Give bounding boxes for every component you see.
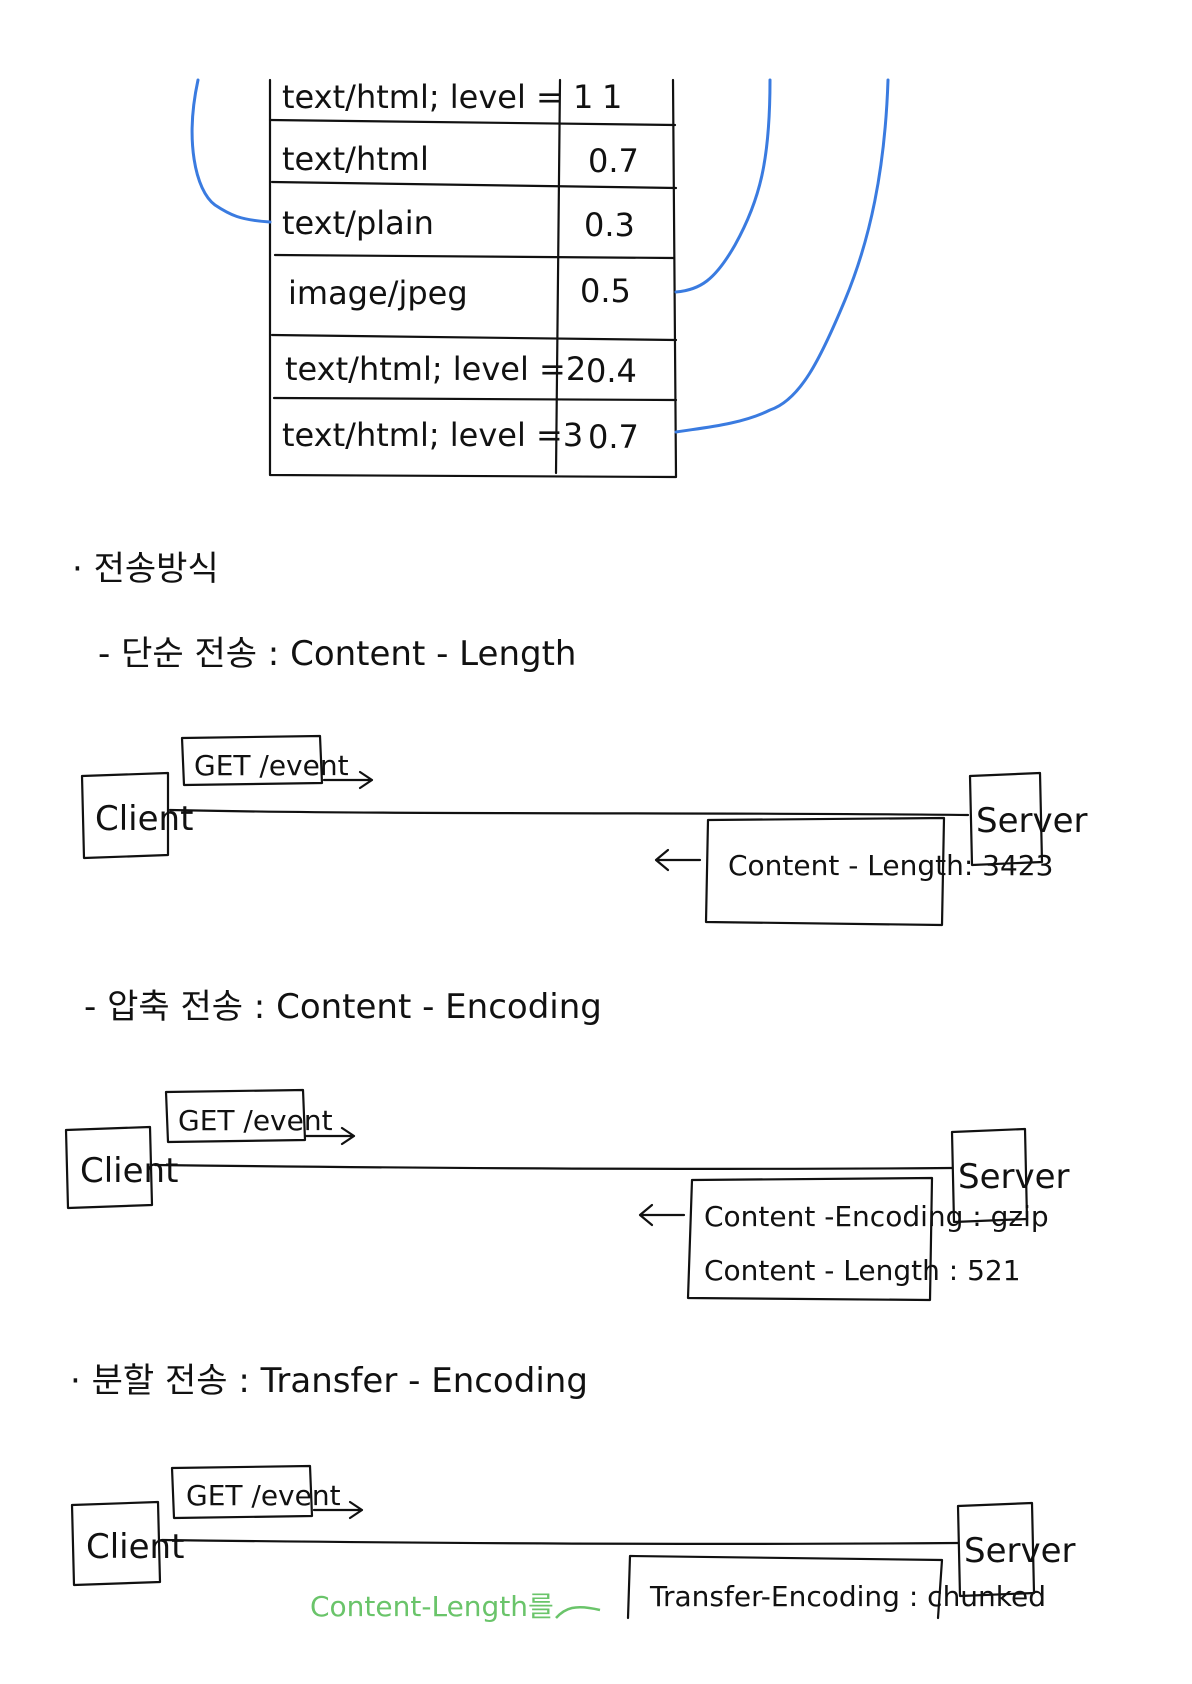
client-label: Client <box>80 1151 178 1191</box>
table-cell-media-type: text/html; level =3 <box>282 416 583 454</box>
response-header: Content - Length: 3423 <box>728 849 1053 882</box>
table-cell-q: 0.7 <box>588 418 639 456</box>
section-title: · 전송방식 <box>72 549 219 589</box>
response-arrow <box>638 1203 686 1227</box>
server-box <box>968 771 1044 867</box>
section-heading: · 분할 전송 : Transfer - Encoding <box>70 1361 588 1401</box>
client-label: Client <box>95 799 193 839</box>
table-cell-media-type: text/html <box>282 140 429 178</box>
table-row-divider <box>273 253 676 260</box>
server-box <box>956 1501 1036 1598</box>
connection-line <box>168 808 970 817</box>
table-cell-media-type: text/plain <box>282 204 434 242</box>
request-label: GET /event <box>194 749 349 782</box>
q-value-table: text/html; level = 1 1 text/html 0.7 tex… <box>268 78 678 479</box>
response-box <box>686 1176 934 1302</box>
simple-transfer-diagram: - 단순 전송 : Content - Length Client GET /e… <box>80 634 1088 927</box>
section-heading: - 단순 전송 : Content - Length <box>98 634 576 674</box>
response-arrow <box>654 848 702 872</box>
green-annotation-mark <box>555 1606 601 1619</box>
server-label: Server <box>976 801 1088 841</box>
response-box <box>704 816 946 927</box>
section-heading: - 압축 전송 : Content - Encoding <box>84 987 602 1027</box>
compressed-transfer-diagram: - 압축 전송 : Content - Encoding Client GET … <box>64 987 1070 1302</box>
client-box <box>70 1500 162 1587</box>
table-cell-media-type: text/html; level =2 <box>285 350 586 388</box>
table-cell-media-type: text/html; level = 1 <box>282 78 593 116</box>
request-arrow <box>304 1126 356 1146</box>
table-cell-q: 0.5 <box>580 272 631 310</box>
client-label: Client <box>86 1527 184 1567</box>
table-cell-q: 0.4 <box>586 352 637 390</box>
table-cell-q: 0.3 <box>584 206 635 244</box>
request-box <box>170 1464 314 1520</box>
request-box <box>164 1088 307 1144</box>
connection-line <box>153 1163 954 1170</box>
annotation-curve <box>674 78 890 434</box>
table-row-divider <box>270 180 678 190</box>
client-box <box>64 1125 154 1210</box>
response-header: Content - Length : 521 <box>704 1254 1021 1287</box>
server-box <box>950 1127 1029 1224</box>
table-column-divider <box>554 78 562 475</box>
request-label: GET /event <box>186 1479 341 1512</box>
table-row-divider <box>268 118 677 127</box>
chunked-transfer-diagram: · 분할 전송 : Transfer - Encoding Client GET… <box>70 1361 1076 1623</box>
connection-line <box>160 1538 960 1545</box>
request-arrow <box>322 770 374 790</box>
response-box <box>626 1554 944 1620</box>
green-note: Content-Length를 <box>310 1590 554 1623</box>
request-arrow <box>312 1500 364 1520</box>
server-label: Server <box>958 1157 1070 1197</box>
annotation-curve <box>190 78 272 224</box>
table-cell-q: 0.7 <box>588 142 639 180</box>
response-header: Content -Encoding : gzip <box>704 1200 1049 1233</box>
table-cell-q: 1 <box>602 78 622 116</box>
response-header: Transfer-Encoding : chunked <box>649 1580 1046 1613</box>
request-label: GET /event <box>178 1104 333 1137</box>
client-box <box>80 771 170 860</box>
request-box <box>180 734 324 787</box>
blue-annotation-lines <box>190 78 890 434</box>
server-label: Server <box>964 1531 1076 1571</box>
table-cell-media-type: image/jpeg <box>288 274 468 312</box>
table-row-divider <box>270 333 678 342</box>
table-row-divider <box>272 396 678 402</box>
annotation-curve <box>674 78 772 294</box>
table-border <box>268 78 678 479</box>
